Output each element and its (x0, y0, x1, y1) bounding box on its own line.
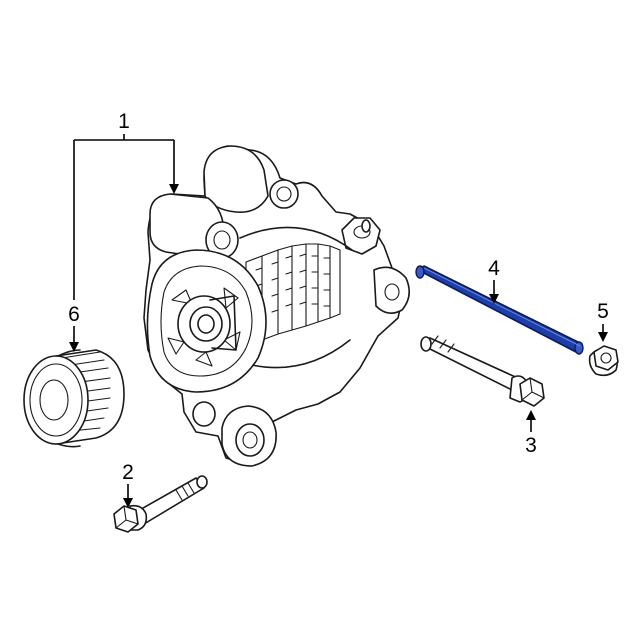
bolt-3[interactable] (420, 335, 545, 407)
callout-5: 5 (597, 300, 609, 323)
arrow-1 (169, 184, 179, 194)
arrow-6 (69, 342, 79, 352)
nut-5-hex (593, 345, 619, 371)
leaders (69, 134, 608, 508)
stud-4[interactable] (415, 265, 584, 355)
arrow-4 (489, 294, 499, 304)
pulley[interactable] (23, 349, 125, 448)
alternator[interactable] (143, 145, 410, 467)
callout-1: 1 (118, 110, 130, 133)
stud-4-shaft (417, 265, 583, 353)
bolt-2[interactable] (113, 475, 208, 533)
front-frame (146, 249, 267, 393)
mounting-bore-bottom (235, 423, 265, 457)
arrow-2 (123, 498, 133, 508)
callout-3: 3 (525, 434, 537, 457)
arrow-5 (598, 332, 608, 342)
pulley-face (23, 355, 89, 445)
arrow-3 (526, 410, 536, 420)
callout-2: 2 (122, 461, 134, 484)
mounting-ear-top (203, 145, 269, 213)
nut-5[interactable] (588, 345, 619, 377)
callout-6: 6 (68, 303, 80, 326)
callout-4: 4 (488, 257, 500, 280)
mounting-bore-top (269, 179, 299, 209)
rear-lug (373, 266, 410, 314)
